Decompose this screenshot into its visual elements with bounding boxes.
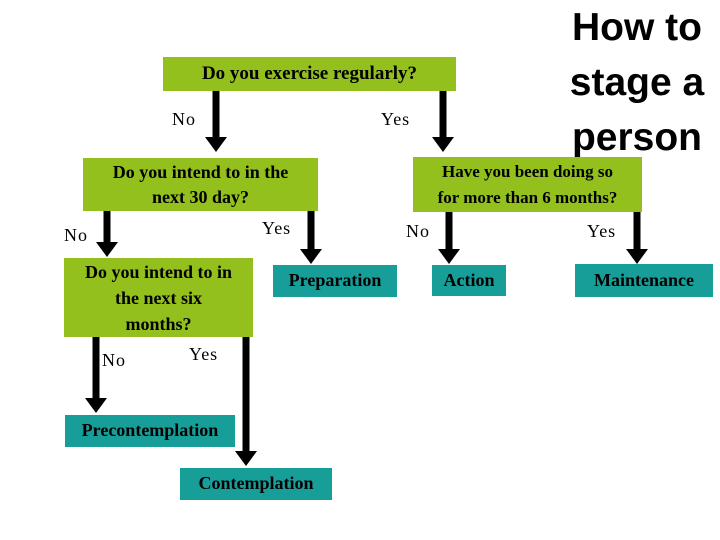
- arrow-shaft: [92, 337, 100, 400]
- arrow-down-exercise-yes: [432, 91, 454, 152]
- arrow-shaft: [445, 212, 453, 251]
- node-intend-6-months-question: Do you intend to in the next six months?: [64, 258, 253, 337]
- edge-label-intend6-yes: Yes: [189, 344, 219, 364]
- edge-label-intend6-no: No: [102, 350, 126, 370]
- arrow-head-icon: [96, 242, 118, 257]
- edge-label-doing6-yes: Yes: [587, 221, 617, 241]
- node-stage-preparation: Preparation: [273, 265, 397, 297]
- arrow-head-icon: [85, 398, 107, 413]
- edge-label-intend30-no: No: [64, 225, 88, 245]
- node-exercise-question: Do you exercise regularly?: [163, 57, 456, 91]
- arrow-head-icon: [205, 137, 227, 152]
- node-stage-precontemplation: Precontemplation: [65, 415, 235, 447]
- arrow-shaft: [307, 211, 315, 251]
- arrow-head-icon: [432, 137, 454, 152]
- arrow-down-intend30-no: [96, 211, 118, 257]
- node-doing-6-months-question: Have you been doing so for more than 6 m…: [413, 157, 642, 212]
- slide-title: How to stage a person: [569, 6, 705, 159]
- arrow-shaft: [212, 91, 220, 139]
- arrow-head-icon: [235, 451, 257, 466]
- edge-label-exercise-yes: Yes: [381, 109, 411, 129]
- arrow-down-exercise-no: [205, 91, 227, 152]
- edge-label-exercise-no: No: [172, 109, 196, 129]
- arrow-head-icon: [626, 249, 648, 264]
- arrow-head-icon: [438, 249, 460, 264]
- arrow-down-intend30-yes: [300, 211, 322, 264]
- node-stage-action: Action: [432, 265, 506, 296]
- node-stage-contemplation: Contemplation: [180, 468, 332, 500]
- arrow-shaft: [439, 91, 447, 139]
- arrow-down-doing6-no: [438, 212, 460, 264]
- node-stage-maintenance: Maintenance: [575, 264, 713, 297]
- arrow-head-icon: [300, 249, 322, 264]
- arrow-shaft: [103, 211, 111, 244]
- edge-label-intend30-yes: Yes: [262, 218, 292, 238]
- node-intend-30-days-question: Do you intend to in the next 30 day?: [83, 158, 318, 211]
- arrow-down-intend6-no: [85, 337, 107, 413]
- arrow-down-doing6-yes: [626, 212, 648, 264]
- arrow-shaft: [633, 212, 641, 251]
- arrow-down-intend6-yes: [235, 337, 257, 466]
- arrow-shaft: [242, 337, 250, 453]
- edge-label-doing6-no: No: [406, 221, 430, 241]
